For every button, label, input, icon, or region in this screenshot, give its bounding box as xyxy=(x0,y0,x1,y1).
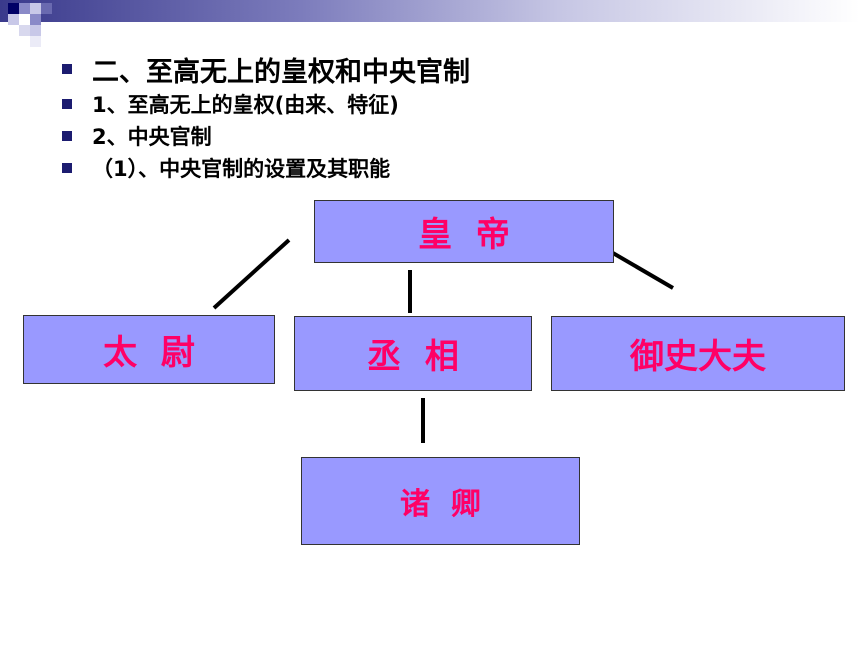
emperor-box: 皇 帝 xyxy=(314,200,614,263)
bullet-text: 二、至高无上的皇权和中央官制 xyxy=(92,56,470,88)
taiwei-box: 太 尉 xyxy=(23,315,275,384)
square-bullet-icon xyxy=(62,99,72,109)
zhuqing-box: 诸 卿 xyxy=(301,457,580,545)
bullet-text: 2、中央官制 xyxy=(92,125,212,149)
bullet-list: 二、至高无上的皇权和中央官制 1、至高无上的皇权(由来、特征) 2、中央官制 （… xyxy=(62,50,470,184)
connector-emperor-taiwei xyxy=(212,238,291,310)
square-bullet-icon xyxy=(62,163,72,173)
bullet-item: （1）、中央官制的设置及其职能 xyxy=(62,152,470,184)
title-gradient-bar xyxy=(0,0,860,22)
yushi-dafu-box: 御史大夫 xyxy=(551,316,845,391)
square-bullet-icon xyxy=(62,131,72,141)
square-bullet-icon xyxy=(62,64,72,74)
bullet-item: 1、至高无上的皇权(由来、特征) xyxy=(62,88,470,120)
bullet-text: （1）、中央官制的设置及其职能 xyxy=(92,157,391,181)
bullet-item: 2、中央官制 xyxy=(62,120,470,152)
bullet-item: 二、至高无上的皇权和中央官制 xyxy=(62,50,470,88)
bullet-text: 1、至高无上的皇权(由来、特征) xyxy=(92,93,399,117)
chengxiang-box: 丞 相 xyxy=(294,316,532,391)
